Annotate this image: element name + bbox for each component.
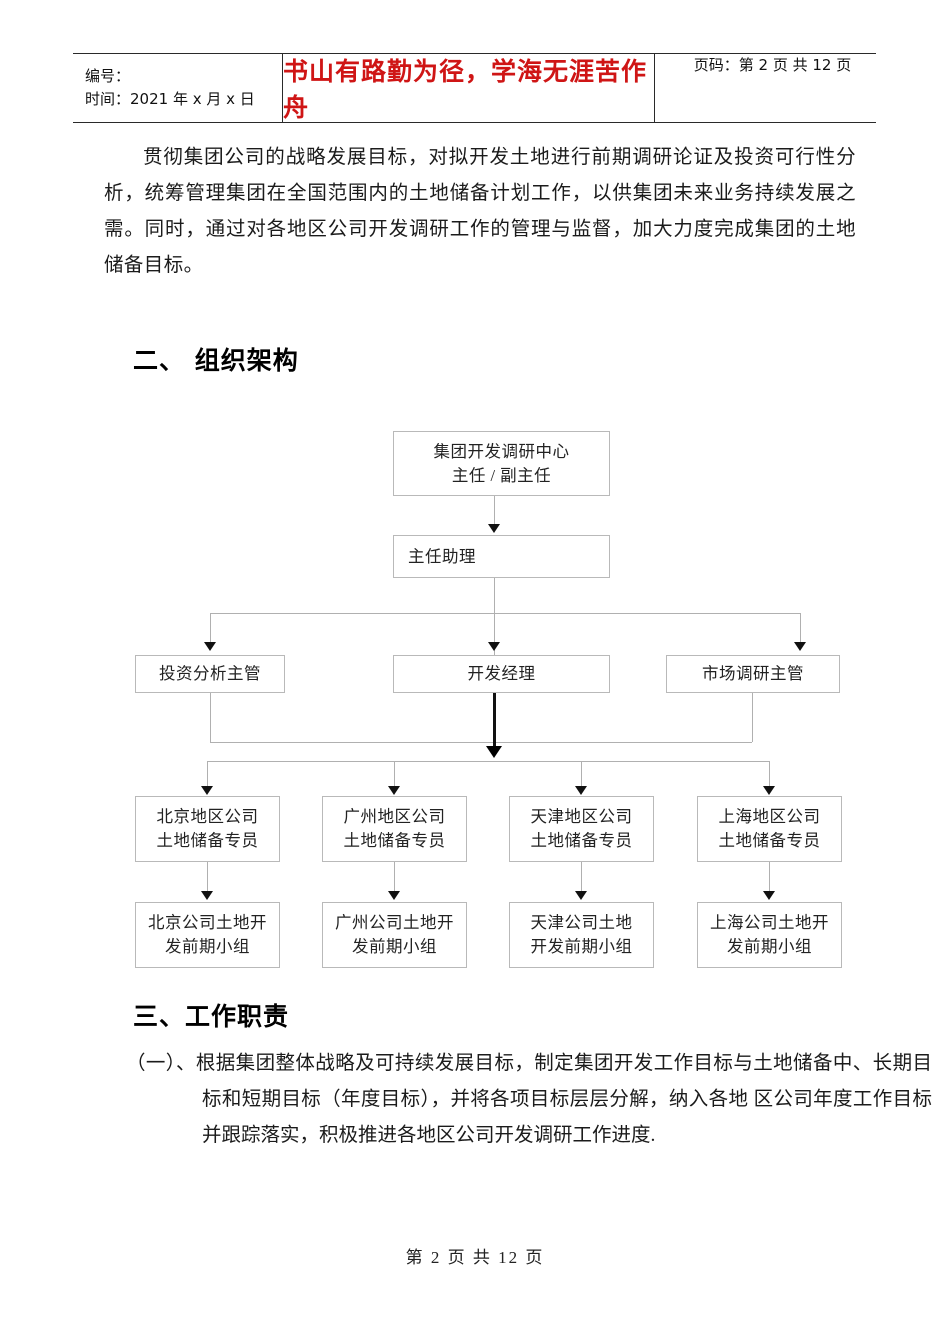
connector-center-to-assistant (494, 496, 495, 526)
org-node-sh-team-line1: 上海公司土地开 (710, 913, 829, 932)
header-motto-text: 书山有路勤为径，学海无涯苦作舟 (283, 59, 648, 122)
connector-sh-officer-to-team (769, 862, 770, 892)
org-node-tianjin-officer: 天津地区公司 土地储备专员 (509, 796, 654, 862)
org-node-market-label: 市场调研主管 (702, 664, 804, 683)
header-cell-meta: 编号： 时间：2021 年 x 月 x 日 (73, 54, 283, 122)
connector-invest-down (210, 693, 211, 742)
branch-tier4-sh (769, 761, 770, 787)
branch-tier4-gz (394, 761, 395, 787)
arrow-devmgr-to-regions (486, 746, 502, 758)
org-node-sh-officer-line1: 上海地区公司 (718, 807, 821, 826)
branch-tier3-right (800, 613, 801, 643)
org-node-guangzhou-officer: 广州地区公司 土地储备专员 (322, 796, 467, 862)
org-node-tianjin-team: 天津公司土地 开发前期小组 (509, 902, 654, 968)
org-node-gz-team-line1: 广州公司土地开 (335, 913, 454, 932)
header-page-label: 页码：第 2 页 共 12 页 (693, 56, 852, 74)
org-node-tj-officer-line2: 土地储备专员 (530, 831, 633, 850)
arrow-to-bj-officer (201, 786, 213, 795)
arrow-to-sh-officer (763, 786, 775, 795)
branch-tier4-bj (207, 761, 208, 787)
branch-tier4-tj (581, 761, 582, 787)
org-node-tj-team-line2: 开发前期小组 (530, 937, 633, 956)
arrow-to-tj-officer (575, 786, 587, 795)
org-node-shanghai-team: 上海公司土地开 发前期小组 (697, 902, 842, 968)
bus-converge (210, 742, 752, 743)
org-node-sh-team-line2: 发前期小组 (727, 937, 812, 956)
connector-devmgr-down-bold (493, 693, 496, 748)
section-heading-organization: 二、 组织架构 (133, 346, 299, 375)
org-node-center: 集团开发调研中心 主任 / 副主任 (393, 431, 610, 496)
org-node-bj-team-line2: 发前期小组 (165, 937, 250, 956)
org-node-sh-officer-line2: 土地储备专员 (718, 831, 821, 850)
connector-gz-officer-to-team (394, 862, 395, 892)
org-node-beijing-team: 北京公司土地开 发前期小组 (135, 902, 280, 968)
bus-tier3 (210, 613, 800, 614)
org-node-assistant-line1: 主任助理 (408, 546, 476, 566)
org-node-beijing-officer: 北京地区公司 土地储备专员 (135, 796, 280, 862)
org-node-market-supervisor: 市场调研主管 (666, 655, 840, 693)
arrow-to-devmgr (488, 642, 500, 651)
arrow-to-gz-officer (388, 786, 400, 795)
org-node-tj-officer-line1: 天津地区公司 (530, 807, 633, 826)
connector-market-down (752, 693, 753, 742)
org-node-invest-supervisor: 投资分析主管 (135, 655, 285, 693)
connector-bj-officer-to-team (207, 862, 208, 892)
arrow-to-sh-team (763, 891, 775, 900)
connector-tj-officer-to-team (581, 862, 582, 892)
org-node-development-manager: 开发经理 (393, 655, 610, 693)
header-number-label: 编号： (85, 66, 131, 85)
header-cell-motto: 书山有路勤为径，学海无涯苦作舟 (283, 54, 655, 122)
header-cell-pagination: 页码：第 2 页 共 12 页 (655, 54, 876, 122)
org-node-tj-team-line1: 天津公司土地 (530, 913, 633, 932)
org-node-assistant: 主任助理 (393, 535, 610, 578)
duty-item-1: （一）、根据集团整体战略及可持续发展目标，制定集团开发工作目标与土地储备中、长期… (126, 1053, 932, 1146)
org-node-invest-label: 投资分析主管 (159, 664, 261, 683)
connector-assistant-down (494, 578, 495, 655)
footer-page-text: 第 2 页 共 12 页 (405, 1248, 545, 1267)
arrow-to-tj-team (575, 891, 587, 900)
arrow-to-market (794, 642, 806, 651)
document-header-table: 编号： 时间：2021 年 x 月 x 日 书山有路勤为径，学海无涯苦作舟 页码… (73, 53, 876, 123)
org-node-center-line1: 集团开发调研中心 (433, 441, 570, 461)
branch-tier3-left (210, 613, 211, 643)
arrow-to-bj-team (201, 891, 213, 900)
org-node-devmgr-label: 开发经理 (467, 664, 536, 683)
intro-paragraph: 贯彻集团公司的战略发展目标，对拟开发土地进行前期调研论证及投资可行性分析，统筹管… (104, 147, 856, 276)
org-node-bj-officer-line1: 北京地区公司 (156, 807, 259, 826)
org-node-guangzhou-team: 广州公司土地开 发前期小组 (322, 902, 467, 968)
section-heading-duties: 三、工作职责 (133, 1002, 290, 1031)
org-node-gz-officer-line1: 广州地区公司 (343, 807, 446, 826)
arrow-to-invest (204, 642, 216, 651)
page-footer: 第 2 页 共 12 页 (0, 1243, 950, 1268)
arrow-to-gz-team (388, 891, 400, 900)
arrow-center-to-assistant (488, 524, 500, 533)
org-node-gz-officer-line2: 土地储备专员 (343, 831, 446, 850)
org-node-center-line2: 主任 / 副主任 (451, 465, 552, 485)
org-node-gz-team-line2: 发前期小组 (352, 937, 437, 956)
org-node-bj-officer-line2: 土地储备专员 (156, 831, 259, 850)
header-time-label: 时间：2021 年 x 月 x 日 (85, 90, 255, 108)
bus-tier4 (207, 761, 770, 762)
org-node-bj-team-line1: 北京公司土地开 (148, 913, 267, 932)
org-node-shanghai-officer: 上海地区公司 土地储备专员 (697, 796, 842, 862)
